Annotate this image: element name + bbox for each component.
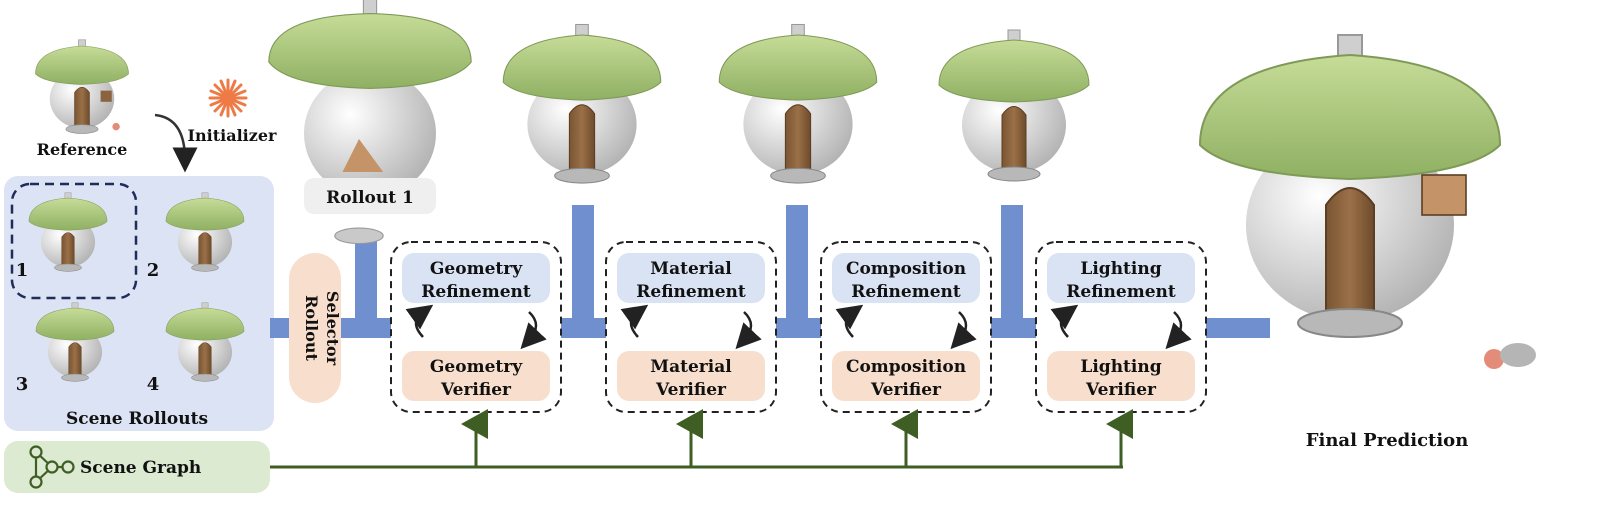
scene-graph-icon [29,445,75,489]
rollout-selector-line1: Rollout [302,295,321,361]
geometry-cycle-arrow-down-icon [520,311,547,350]
composition-verifier-line1: Composition [846,357,966,377]
lighting-refinement-line1: Lighting [1080,259,1161,279]
composition-cycle-arrow-up-icon [835,304,864,338]
geometry-refinement-box [402,253,550,303]
lighting-verifier-line1: Lighting [1080,357,1161,377]
material-stage-render [718,23,878,184]
geometry-refinement-line2: Refinement [421,282,531,302]
scene-rollouts-label: Scene Rollouts [66,409,208,429]
composition-stage-render [938,29,1090,182]
final-prediction-label: Final Prediction [1306,430,1469,451]
rollout-number-2: 2 [147,260,160,281]
final-prediction-render [1199,34,1536,369]
lighting-verifier-box [1047,351,1195,401]
scene-graph-panel [4,441,270,493]
initializer-arrow [154,113,198,173]
material-cycle-arrow-down-icon [735,311,762,350]
rollout-1-render [268,0,472,245]
rollout-selector-line2: Selector [323,291,342,366]
material-verifier-line1: Material [650,357,732,377]
selected-rollout-highlight [10,182,138,300]
lighting-cycle-arrow-down-icon [1165,311,1192,350]
lighting-refinement-box [1047,253,1195,303]
initializer-star-icon [208,78,248,118]
rollout-number-4: 4 [147,374,160,395]
composition-refinement-line1: Composition [846,259,966,279]
composition-cycle-arrow-down-icon [950,311,977,350]
rollout-number-3: 3 [16,374,29,395]
rollout-1-label: Rollout 1 [326,188,414,208]
material-verifier-box [617,351,765,401]
rollout-number-1: 1 [16,260,29,281]
material-refinement-line1: Material [650,259,732,279]
composition-verifier-box [832,351,980,401]
scene-graph-connector [270,409,1133,469]
reference-label: Reference [37,140,128,159]
reference-image [35,39,129,134]
geometry-cycle-arrow-up-icon [405,304,434,338]
rollout-1-tag [304,178,436,214]
initializer-label: Initializer [188,126,277,145]
composition-refinement-box [832,253,980,303]
geometry-stage-render [502,23,662,184]
lighting-refinement-line2: Refinement [1066,282,1176,302]
material-refinement-box [617,253,765,303]
composition-refinement-line2: Refinement [851,282,961,302]
material-refinement-line2: Refinement [636,282,746,302]
rollout-selector [289,253,341,403]
material-cycle-arrow-up-icon [620,304,649,338]
geometry-verifier-box [402,351,550,401]
material-verifier-line2: Verifier [655,380,727,400]
lighting-verifier-line2: Verifier [1085,380,1157,400]
composition-verifier-line2: Verifier [870,380,942,400]
geometry-verifier-line1: Geometry [430,357,523,377]
geometry-verifier-line2: Verifier [440,380,512,400]
scene-graph-label: Scene Graph [80,458,201,478]
lighting-cycle-arrow-up-icon [1050,304,1079,338]
geometry-refinement-line1: Geometry [430,259,523,279]
